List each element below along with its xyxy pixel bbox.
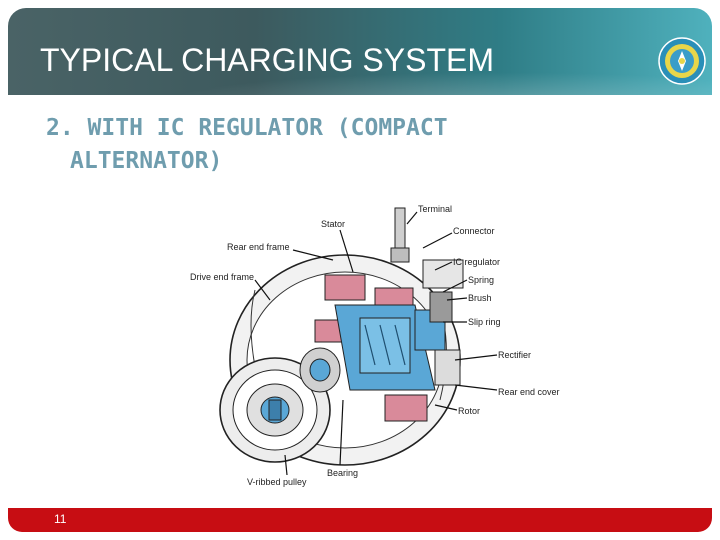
slide-title: TYPICAL CHARGING SYSTEM bbox=[40, 42, 494, 79]
label-stator: Stator bbox=[321, 219, 345, 229]
label-rotor: Rotor bbox=[458, 406, 480, 416]
label-drive-end-frame: Drive end frame bbox=[190, 272, 254, 282]
slide-subtitle: 2. WITH IC REGULATOR (COMPACT ALTERNATOR… bbox=[46, 112, 646, 178]
label-terminal: Terminal bbox=[418, 204, 452, 214]
label-ic-regulator: IC regulator bbox=[453, 257, 500, 267]
label-v-ribbed-pulley: V-ribbed pulley bbox=[247, 477, 307, 487]
label-spring: Spring bbox=[468, 275, 494, 285]
page-number: 11 bbox=[54, 512, 66, 526]
rotor-body bbox=[335, 305, 445, 390]
title-bar: TYPICAL CHARGING SYSTEM bbox=[8, 8, 712, 95]
subtitle-line-1: 2. WITH IC REGULATOR (COMPACT bbox=[46, 115, 448, 141]
footer-bar: 11 bbox=[8, 508, 712, 532]
subtitle-line-2: ALTERNATOR) bbox=[46, 145, 646, 178]
label-slip-ring: Slip ring bbox=[468, 317, 501, 327]
alternator-diagram: Terminal Stator Connector Rear end frame… bbox=[185, 200, 575, 495]
label-bearing: Bearing bbox=[327, 468, 358, 478]
label-rectifier: Rectifier bbox=[498, 350, 531, 360]
label-connector: Connector bbox=[453, 226, 495, 236]
label-rear-end-frame: Rear end frame bbox=[227, 242, 290, 252]
bearing-drawing bbox=[300, 348, 340, 392]
label-rear-end-cover: Rear end cover bbox=[498, 387, 560, 397]
emblem-logo-icon bbox=[658, 37, 706, 85]
label-brush: Brush bbox=[468, 293, 492, 303]
